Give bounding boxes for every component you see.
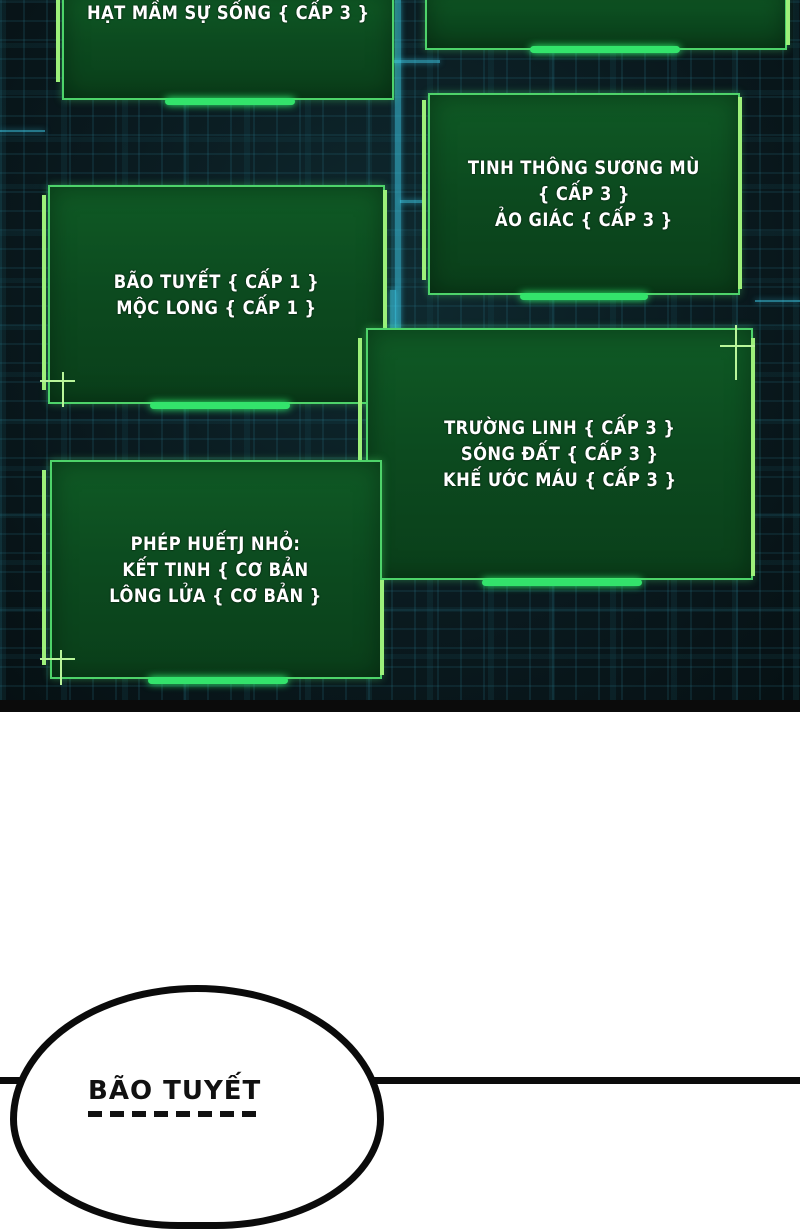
hud-tick [720,345,755,347]
hud-tick [60,650,62,685]
skill-box-6-line-3: LÔNG LỬA { CƠ BẢN } [109,584,323,607]
skill-box-6-line-1: PHÉP HUẾTJ NHỎ: [131,532,301,555]
skill-box-5-line-3: KHẾ ƯỚC MÁU { CẤP 3 } [442,469,677,491]
skill-box-4-line-2: MỘC LONG { CẤP 1 } [116,296,317,319]
speech-bubble-text: BÃO TUYẾT [88,1076,262,1106]
skill-box-4: BÃO TUYẾT { CẤP 1 } MỘC LONG { CẤP 1 } [48,185,385,404]
hud-tick [40,380,75,382]
glow-bar [150,402,290,409]
box-edge [380,580,384,675]
skill-box-5-line-2: SÓNG ĐẤT { CẤP 3 } [460,443,659,465]
skill-box-6: PHÉP HUẾTJ NHỎ: KẾT TINH { CƠ BẢN LÔNG L… [50,460,382,679]
skill-box-1: HẠT MẦM SỰ SỐNG { CẤP 3 } [62,0,394,100]
glow-bar [530,46,680,53]
circuit-panel: HẠT MẦM SỰ SỐNG { CẤP 3 } TINH THÔNG SƯƠ… [0,0,800,706]
box-edge [42,195,46,390]
circuit-trace [390,290,396,350]
circuit-trace [0,130,45,132]
circuit-trace [400,200,425,203]
skill-box-3-line-3: ẢO GIÁC { CẤP 3 } [495,209,673,231]
box-edge [383,190,387,330]
circuit-trace [395,0,401,330]
skill-box-3-line-2: { CẤP 3 } [537,183,631,205]
box-edge [358,338,362,568]
skill-box-3-line-1: TINH THÔNG SƯƠNG MÙ [468,157,700,179]
skill-box-3: TINH THÔNG SƯƠNG MÙ { CẤP 3 } ẢO GIÁC { … [428,93,740,295]
glow-bar [165,98,295,105]
glow-bar [520,293,648,300]
skill-box-5: TRƯỜNG LINH { CẤP 3 } SÓNG ĐẤT { CẤP 3 }… [366,328,753,580]
circuit-trace [755,300,800,302]
skill-box-4-line-1: BÃO TUYẾT { CẤP 1 } [113,270,320,293]
circuit-trace [380,60,440,63]
box-edge [786,0,790,45]
speech-bubble [10,985,384,1229]
hud-tick [735,325,737,380]
glow-bar [482,579,642,586]
speech-bubble-cut-line [88,1108,258,1117]
skill-box-6-line-2: KẾT TINH { CƠ BẢN [122,558,310,581]
box-edge [42,470,46,665]
hud-tick [62,372,64,407]
box-edge [422,100,426,280]
glow-bar [148,677,288,684]
panel-border [0,700,800,712]
skill-box-1-line-1: HẠT MẦM SỰ SỐNG { CẤP 3 } [86,2,370,24]
skill-box-2 [425,0,787,50]
skill-box-5-line-1: TRƯỜNG LINH { CẤP 3 } [443,417,676,439]
box-edge [751,338,755,576]
box-edge [56,0,60,82]
box-edge [738,97,742,289]
hud-tick [40,658,75,660]
